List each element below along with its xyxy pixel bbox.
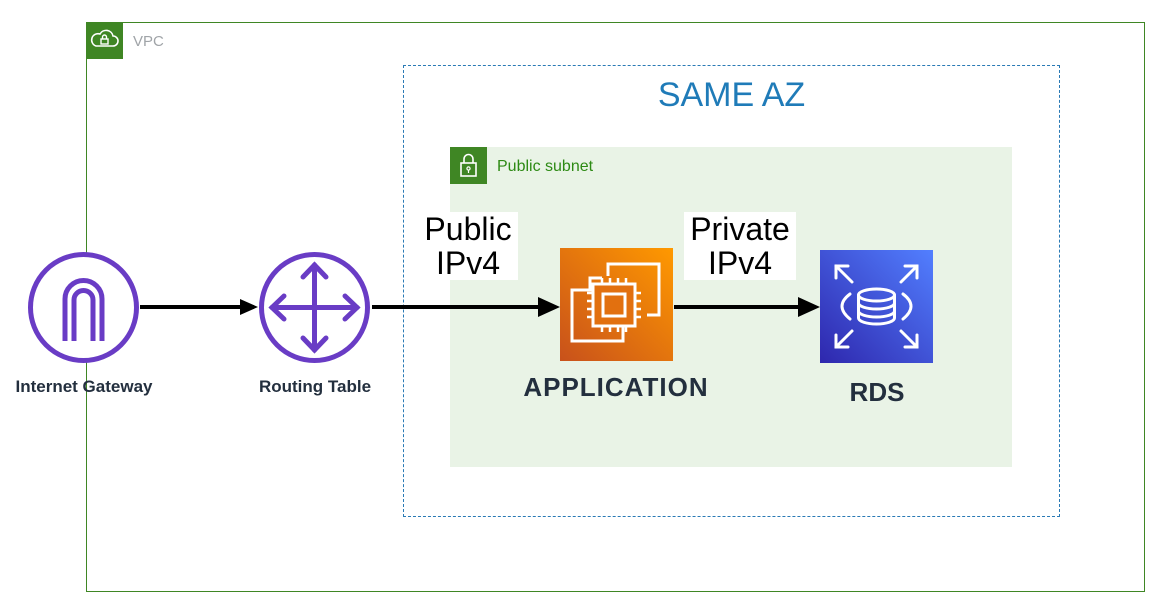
rds-label: RDS [849, 377, 905, 407]
subnet-lock-icon [450, 147, 487, 184]
public-label-line2: IPv4 [435, 245, 501, 281]
private-ipv4-label: Private IPv4 [684, 212, 796, 280]
private-label-line2: IPv4 [707, 245, 773, 281]
public-label-line1: Public [424, 211, 512, 247]
ec2-instance-icon [560, 248, 673, 361]
vpc-label: VPC [133, 33, 164, 50]
internet-gateway-label: Internet Gateway [15, 377, 153, 396]
application-label: APPLICATION [523, 372, 709, 402]
router-icon [259, 252, 370, 363]
public-ipv4-label: Public IPv4 [418, 212, 518, 280]
public-subnet-label: Public subnet [497, 158, 594, 175]
internet-gateway-icon [28, 252, 139, 363]
availability-zone-title: SAME AZ [657, 76, 806, 114]
rds-database-icon [820, 250, 933, 363]
private-label-line1: Private [690, 211, 790, 247]
vpc-cloud-icon [86, 22, 123, 59]
routing-table-label: Routing Table [258, 377, 372, 396]
availability-zone-container [403, 65, 1060, 517]
